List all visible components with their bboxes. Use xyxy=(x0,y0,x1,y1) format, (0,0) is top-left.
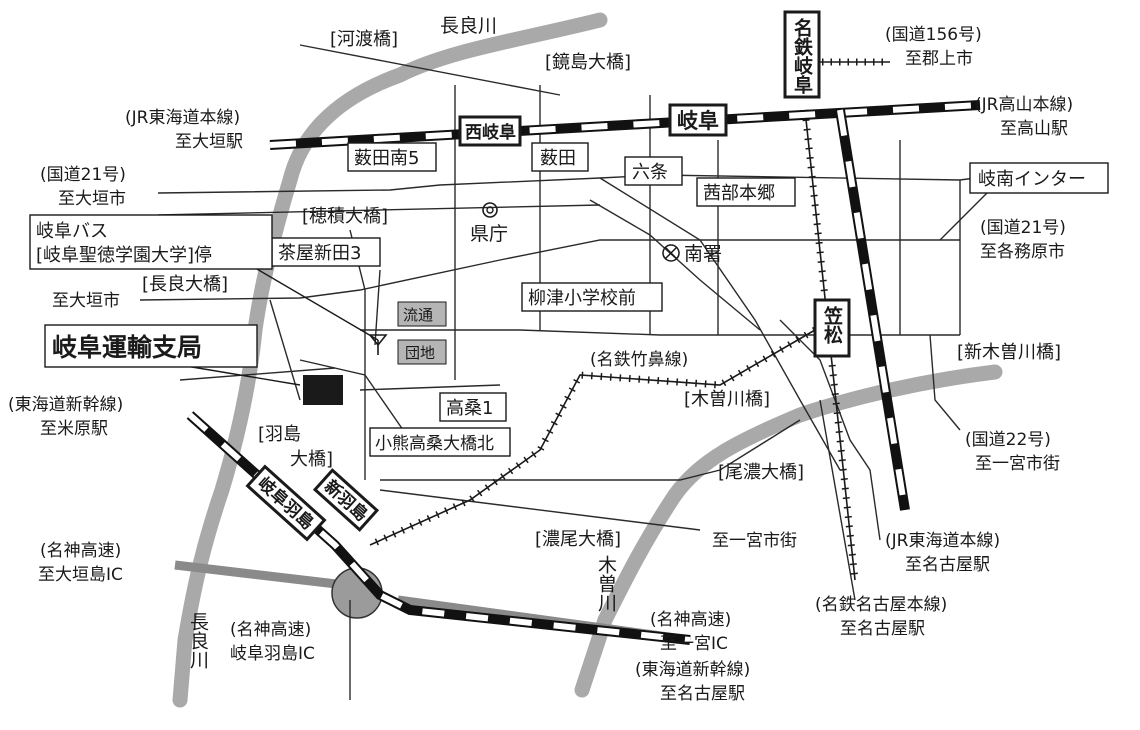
intersection-rokujo: 六条 xyxy=(632,162,668,183)
dir-jr-tokaido-e-1: (JR東海道本線) xyxy=(885,531,1000,551)
police-station-icon xyxy=(662,244,680,262)
kencho-label: 県庁 xyxy=(470,223,508,245)
dir-meishin-ic-2: 岐阜羽島IC xyxy=(230,644,315,664)
station-gifu-hashima: 岐阜羽島 xyxy=(253,473,318,534)
station-kasamatsu: 笠松 xyxy=(821,305,844,345)
station-meitetsu-gifu: 名鉄岐阜 xyxy=(791,17,813,95)
dir-jr-tokaido-w-1: (JR東海道本線) xyxy=(125,108,240,128)
dir-to-ichinomiya: 至一宮市街 xyxy=(712,531,797,551)
intersection-yabuta: 薮田 xyxy=(540,148,576,169)
bus-stop-icon xyxy=(368,334,388,355)
bridge-hashima-1: [羽島 xyxy=(258,424,301,445)
dir-r156-2: 至郡上市 xyxy=(905,49,973,69)
dir-r21-w-1: (国道21号) xyxy=(40,165,126,185)
dir-r22-2: 至一宮市街 xyxy=(975,454,1060,474)
dir-jr-tokaido-w-2: 至大垣駅 xyxy=(175,132,243,152)
station-nishigifu: 西岐阜 xyxy=(465,122,516,143)
dir-shinkansen-w-1: (東海道新幹線) xyxy=(8,394,123,415)
dir-meishin-e-1: (名神高速) xyxy=(650,610,731,630)
bridge-kagamishima: [鏡島大橋] xyxy=(545,52,631,73)
dir-r22-1: (国道22号) xyxy=(965,430,1051,450)
dir-r21-e-1: (国道21号) xyxy=(980,218,1066,238)
dir-r21-e-2: 至各務原市 xyxy=(980,242,1065,262)
bridge-nobi: [濃尾大橋] xyxy=(535,529,621,550)
bridge-hashima-2: 大橋] xyxy=(290,449,333,470)
dir-jr-takayama-1: (JR高山本線) xyxy=(975,95,1073,115)
intersection-akanabehongo: 茜部本郷 xyxy=(703,183,775,204)
dir-to-ogaki: 至大垣市 xyxy=(52,291,120,311)
line-takehana-label: (名鉄竹鼻線) xyxy=(590,350,688,370)
bridge-kisogawa: [木曽川橋] xyxy=(684,389,770,410)
river-kiso: 木曽川 xyxy=(595,555,617,612)
dir-r21-w-2: 至大垣市 xyxy=(58,189,126,209)
kiso-river xyxy=(574,364,1003,698)
dir-meishin-w-2: 至大垣島IC xyxy=(38,565,123,585)
title-gifu-transport-office: 岐阜運輸支局 xyxy=(52,333,202,362)
intersection-chayashinden3: 茶屋新田3 xyxy=(278,243,361,264)
intersection-yabutaminami5: 薮田南5 xyxy=(354,148,419,169)
nansho-label: 南署 xyxy=(684,243,722,265)
dir-meitetsu-nagoya-1: (名鉄名古屋本線) xyxy=(815,595,947,615)
dir-shinkansen-w-2: 至米原駅 xyxy=(40,419,108,439)
bridge-bino: [尾濃大橋] xyxy=(718,462,804,483)
dir-meishin-e-2: 至一宮IC xyxy=(660,634,728,654)
river-nagara-bottom: 長良川 xyxy=(187,612,209,669)
bus-line1: 岐阜バス xyxy=(36,221,108,242)
dir-shinkansen-e-1: (東海道新幹線) xyxy=(635,659,750,680)
intersection-yanaizu-school: 柳津小学校前 xyxy=(528,288,636,309)
intersection-oguma: 小熊高桑大橋北 xyxy=(375,434,494,454)
dir-meitetsu-nagoya-2: 至名古屋駅 xyxy=(840,619,925,639)
dir-shinkansen-e-2: 至名古屋駅 xyxy=(660,684,745,704)
dir-meishin-ic-1: (名神高速) xyxy=(230,620,311,640)
dir-jr-tokaido-e-2: 至名古屋駅 xyxy=(905,555,990,575)
intersection-ginan-ic: 岐南インター xyxy=(978,169,1086,190)
gifu-transport-office-building xyxy=(303,375,343,405)
bridge-shinkisogawa: [新木曽川橋] xyxy=(957,342,1061,363)
bridge-nagara: [長良大橋] xyxy=(142,274,228,295)
dir-jr-takayama-2: 至高山駅 xyxy=(1000,119,1068,139)
intersection-takakuwa1: 高桑1 xyxy=(446,398,493,419)
bus-leader-line xyxy=(249,264,379,341)
dir-meishin-w-1: (名神高速) xyxy=(40,541,121,561)
dir-r156-1: (国道156号) xyxy=(885,25,982,45)
bridge-hozumi: [穂積大橋] xyxy=(302,206,388,227)
bridge-kawatari: [河渡橋] xyxy=(330,29,398,50)
prefectural-office-icon xyxy=(482,202,498,218)
meitetsu-takehana-line xyxy=(369,329,816,546)
river-nagara-top: 長良川 xyxy=(440,15,497,37)
station-gifu: 岐阜 xyxy=(677,109,719,133)
roads xyxy=(139,44,991,700)
meishin-expressway xyxy=(174,560,346,590)
bus-line2: [岐阜聖徳学園大学]停 xyxy=(36,245,212,266)
ryutsu-label: 流通 xyxy=(403,306,433,324)
danchi-label: 団地 xyxy=(405,344,435,362)
leader-line xyxy=(179,364,301,386)
